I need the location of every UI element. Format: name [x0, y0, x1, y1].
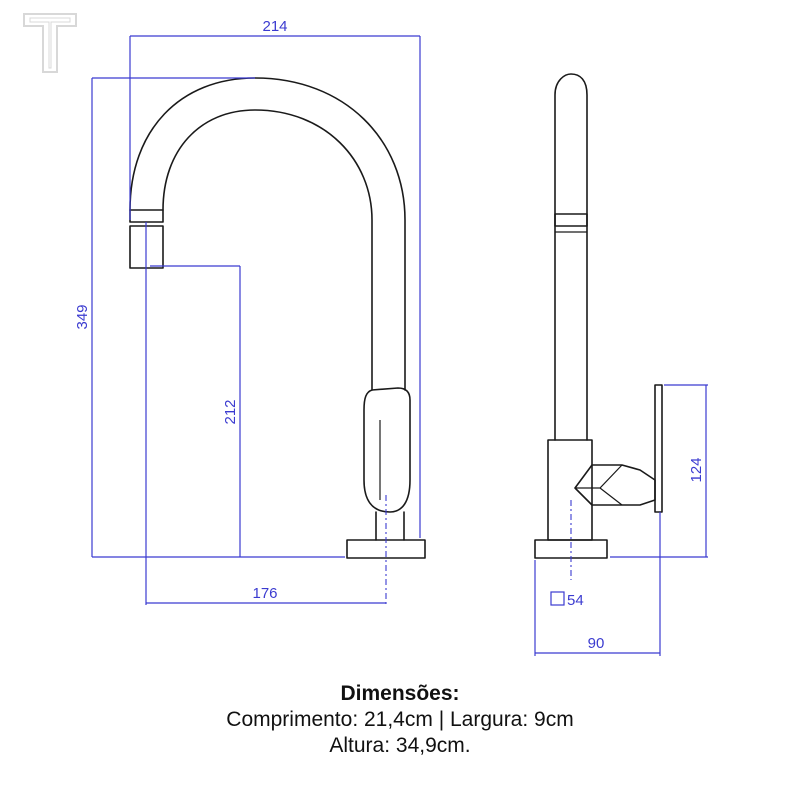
dimension-lines: [91, 35, 708, 656]
dim-handle-height: 124: [688, 457, 705, 482]
square-symbol-icon: [550, 591, 565, 606]
dim-depth: 90: [588, 635, 605, 652]
caption-title: Dimensões:: [340, 682, 460, 705]
dim-width-top: 214: [262, 18, 287, 35]
caption-height-line: Altura: 34,9cm.: [329, 734, 471, 757]
side-spout-tip: [554, 213, 588, 227]
brand-t-logo-icon: [23, 13, 77, 73]
dim-base-square: 54: [567, 592, 584, 609]
faucet-front-view: [129, 77, 426, 559]
handle-body: [363, 387, 411, 513]
body-neck: [375, 511, 405, 541]
side-spout-tube: [554, 73, 588, 441]
spout-tip: [129, 209, 164, 223]
dim-height-total: 349: [74, 304, 91, 329]
spout-inner-edge: [162, 109, 373, 391]
dim-reach: 176: [252, 585, 277, 602]
faucet-side-view: [534, 73, 663, 559]
side-lever: [574, 464, 656, 506]
side-lever-detail: [575, 464, 623, 506]
spout-outer-edge: [129, 77, 406, 391]
dim-outlet-height: 212: [222, 399, 239, 424]
side-body: [547, 439, 593, 541]
caption-dimensions-line: Comprimento: 21,4cm | Largura: 9cm: [226, 708, 574, 731]
side-lever-plate: [654, 384, 663, 513]
